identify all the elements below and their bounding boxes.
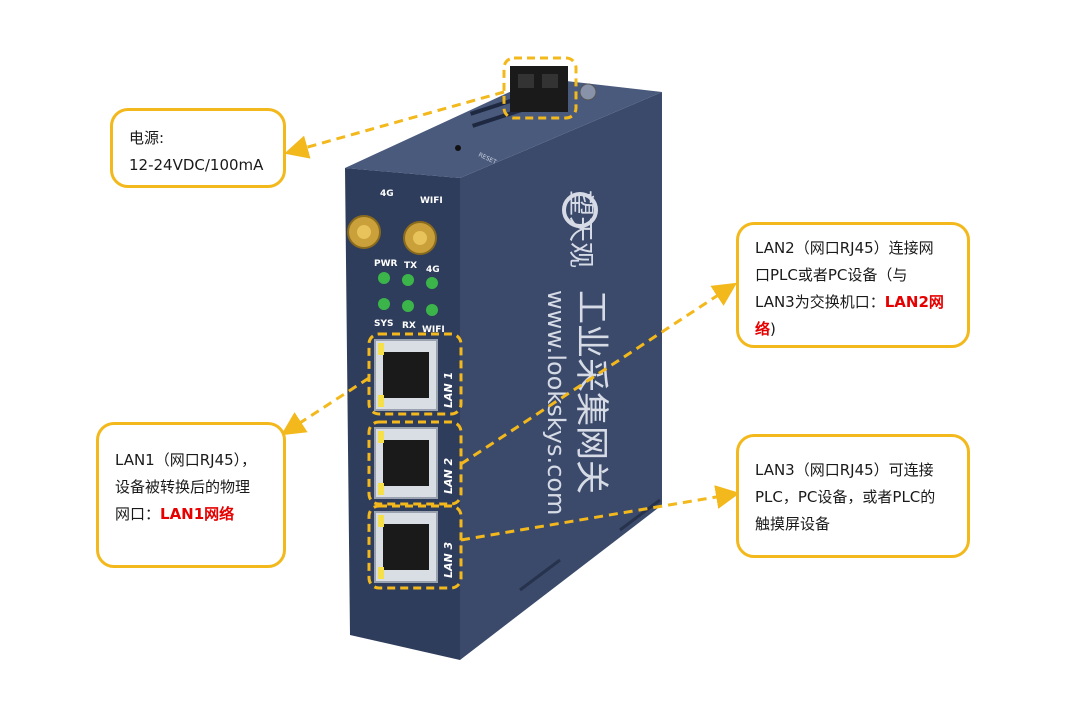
lan2-arrow: [460, 282, 738, 466]
lan1-highlight-box: [367, 332, 463, 416]
lan1-port: [374, 339, 438, 411]
lan3-port: [374, 511, 438, 583]
lan1-callout-line2: 设备被转换后的物理: [115, 478, 251, 496]
led-label-4g: 4G: [426, 265, 440, 275]
power-highlight-box: [502, 56, 578, 120]
lan3-callout: LAN3（网口RJ45）可连接 PLC，PC设备，或者PLC的 触摸屏设备: [736, 434, 970, 558]
led-label-sys: SYS: [374, 319, 393, 329]
product-name: 工业采集网关: [571, 290, 611, 494]
lan1-arrow: [280, 376, 370, 436]
lan2-port: [374, 427, 438, 499]
led-label-pwr: PWR: [374, 259, 398, 269]
ground-screw: [579, 83, 597, 101]
port-label-lan3: LAN 3: [442, 541, 455, 578]
power-callout-line1: 电源:: [129, 129, 165, 147]
power-arrow: [284, 90, 505, 159]
lan1-callout-line1: LAN1（网口RJ45），: [115, 451, 257, 469]
led-label-tx: TX: [404, 261, 417, 271]
led-wifi: [426, 304, 438, 316]
led-rx: [402, 300, 414, 312]
lan2-callout-line2: 口PLC或者PC设备（与: [755, 266, 908, 284]
lan2-callout: LAN2（网口RJ45）连接网 口PLC或者PC设备（与 LAN3为交换机口：L…: [736, 222, 970, 348]
power-callout: 电源: 12-24VDC/100mA: [110, 108, 286, 188]
lan1-network-highlight: LAN1网络: [160, 505, 235, 523]
lan3-arrow: [460, 485, 740, 542]
device-side-face: [460, 92, 662, 660]
lan2-network-highlight-cont: 络: [755, 320, 771, 338]
lan2-callout-close-paren: ): [770, 320, 776, 338]
port-label-lan1: LAN 1: [442, 372, 455, 408]
brand-logo-icon: [562, 192, 598, 228]
led-pwr: [378, 272, 390, 284]
lan2-callout-line1: LAN2（网口RJ45）连接网: [755, 239, 934, 257]
lan3-highlight-box: [367, 504, 463, 590]
lan2-callout-line3: LAN3为交换机口：: [755, 293, 885, 311]
antenna-label-wifi: WIFI: [420, 196, 443, 206]
lan1-callout-line3: 网口：: [115, 505, 161, 523]
port-label-lan2: LAN 2: [442, 457, 455, 494]
led-label-wifi: WIFI: [422, 325, 445, 335]
antenna-label-4g: 4G: [380, 189, 394, 199]
lan3-callout-line3: 触摸屏设备: [755, 515, 831, 533]
device-top-face: [345, 78, 662, 178]
led-sys: [378, 298, 390, 310]
lan3-callout-line1: LAN3（网口RJ45）可连接: [755, 461, 934, 479]
led-label-rx: RX: [402, 321, 416, 331]
brand-name: 望天观: [565, 190, 595, 268]
lan2-network-highlight: LAN2网: [884, 293, 944, 311]
lan3-callout-line2: PLC，PC设备，或者PLC的: [755, 488, 936, 506]
power-terminal-block: [510, 66, 568, 112]
power-callout-line2: 12-24VDC/100mA: [129, 156, 264, 174]
led-4g: [426, 277, 438, 289]
lan1-callout: LAN1（网口RJ45）， 设备被转换后的物理 网口：LAN1网络: [96, 422, 286, 568]
reset-hole: [455, 145, 461, 151]
led-tx: [402, 274, 414, 286]
